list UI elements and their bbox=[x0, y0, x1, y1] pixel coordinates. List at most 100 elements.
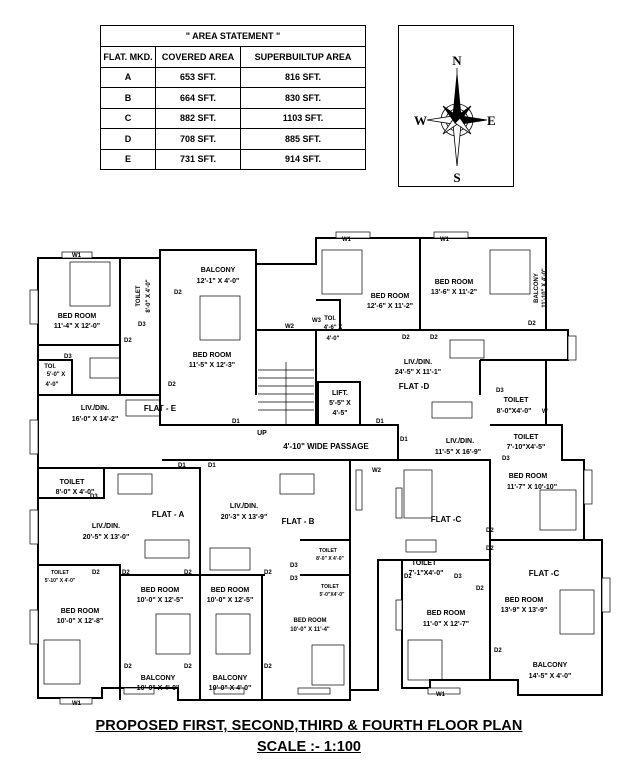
windows bbox=[29, 231, 611, 705]
door-tag: D2 bbox=[264, 664, 272, 670]
flat-d-bedroom-label: BED ROOM bbox=[371, 293, 410, 300]
flat-b-balcony-label: BALCONY bbox=[213, 675, 248, 682]
flat-a-bedroom2-dim: 10'-0" X 12'-5" bbox=[137, 597, 184, 604]
flat-e-toi-dim2: 4'-0" bbox=[46, 382, 59, 388]
flat-e-toilet-label: TOILET bbox=[136, 285, 142, 307]
flat-d-bedroom2-dim: 13'-6" X 11'-2" bbox=[431, 289, 477, 296]
flat-c-livdin-dim: 11'-5" X 16'-9" bbox=[435, 449, 481, 456]
drawing-scale: SCALE :- 1:100 bbox=[257, 739, 361, 755]
door-tag: D1 bbox=[232, 419, 240, 425]
flat-e-toi-dim1: 5'-0" X bbox=[47, 372, 66, 378]
door-tag: D2 bbox=[264, 570, 272, 576]
lift-dim2: 4'-5" bbox=[332, 410, 347, 417]
flat-c-label: FLAT -C bbox=[431, 515, 462, 524]
flat-c-balcony-label: BALCONY bbox=[533, 662, 568, 669]
flat-b-toilet2-label: TOILET bbox=[321, 584, 339, 590]
flat-b-bedroom2-dim: 10'-0" X 11'-4" bbox=[290, 627, 330, 633]
compass-rose-icon: N S E W bbox=[414, 53, 496, 185]
door-tag: D1 bbox=[400, 437, 408, 443]
table-header-row: FLAT. MKD. COVERED AREA SUPERBUILTUP ARE… bbox=[100, 46, 366, 68]
flat-b-toilet-label: TOILET bbox=[319, 548, 337, 554]
door-tag: D2 bbox=[486, 528, 494, 534]
flat-a-bedroom2-label: BED ROOM bbox=[141, 587, 180, 594]
door-tag: D1 bbox=[178, 463, 186, 469]
window-tag: W1 bbox=[436, 692, 446, 698]
flat-c-bedroom3-dim: 13'-9" X 13'-9" bbox=[501, 607, 548, 614]
flat-b-balcony-dim: 10'-0" X 4'-0" bbox=[209, 685, 252, 692]
door-tag: D2 bbox=[122, 570, 130, 576]
window-tag: W1 bbox=[342, 237, 352, 243]
door-tag: D2 bbox=[404, 574, 412, 580]
flat-b-toilet-dim: 8'-0" X 4'-0" bbox=[316, 556, 344, 562]
door-tag: D3 bbox=[138, 322, 146, 328]
window-tag: W3 bbox=[312, 318, 322, 324]
door-tag: D2 bbox=[402, 335, 410, 341]
door-tag: D3 bbox=[64, 354, 72, 360]
door-tag: D2 bbox=[124, 664, 132, 670]
compass-south-label: S bbox=[453, 170, 460, 185]
table-row: B 664 SFT. 830 SFT. bbox=[100, 87, 366, 109]
flat-c-bedroom2-label: BED ROOM bbox=[427, 610, 466, 617]
flat-d-livdin-label: LIV./DIN. bbox=[404, 359, 432, 366]
table-row: E 731 SFT. 914 SFT. bbox=[100, 148, 366, 170]
flat-d-toilet-dim: 8'-0"X4'-0" bbox=[497, 408, 532, 415]
furniture bbox=[43, 249, 595, 686]
flat-c-toilet2-dim: 7'-1"X4'-0" bbox=[409, 570, 444, 577]
stair-up-label: UP bbox=[257, 430, 267, 437]
flat-e-livdin-label: LIV./DIN. bbox=[81, 405, 109, 412]
flat-b-bedroom-label: BED ROOM bbox=[211, 587, 250, 594]
lift-dim1: 5'-5" X bbox=[329, 400, 351, 407]
window-tag: W2 bbox=[285, 324, 295, 330]
flat-e-bedroom-label: BED ROOM bbox=[58, 313, 97, 320]
door-tag: D1 bbox=[208, 463, 216, 469]
flat-a-balcony-label: BALCONY bbox=[141, 675, 176, 682]
flat-a-toilet-label: TOILET bbox=[60, 479, 85, 486]
door-tag: D2 bbox=[494, 648, 502, 654]
flat-d-livdin-dim: 24'-5" X 11'-1" bbox=[395, 369, 441, 376]
flat-c-toilet2-label: TOILET bbox=[412, 560, 437, 567]
flat-d-toi-dim1: 4'-6" X bbox=[324, 325, 343, 331]
flat-b-label: FLAT - B bbox=[282, 517, 315, 526]
compass-north-label: N bbox=[452, 53, 462, 68]
flat-d-toilet-label: TOILET bbox=[504, 397, 529, 404]
staircase bbox=[258, 362, 314, 425]
flat-e-toilet-dim: 8'-0" X 4'-0" bbox=[146, 279, 152, 312]
flat-e-livdin-dim: 16'-0" X 14'-2" bbox=[72, 416, 119, 423]
flat-b-toilet2-dim: 5'-0"X4'-0" bbox=[320, 592, 346, 598]
flat-a-livdin-dim: 20'-5" X 13'-0" bbox=[83, 534, 130, 541]
flat-c-bedroom-label: BED ROOM bbox=[509, 473, 548, 480]
flat-b-bedroom-dim: 10'-0" X 12'-5" bbox=[207, 597, 254, 604]
flat-d-bedroom-dim: 12'-6" X 11'-2" bbox=[367, 303, 413, 310]
door-tag: D3 bbox=[290, 563, 298, 569]
door-tag: D3 bbox=[454, 574, 462, 580]
door-tag: D2 bbox=[92, 570, 100, 576]
window-tag: W1 bbox=[72, 253, 82, 259]
flat-e-bedroom2-dim: 11'-5" X 12'-3" bbox=[189, 362, 235, 369]
flat-e-toi-label: TOI. bbox=[44, 364, 56, 370]
door-tag: D3 bbox=[290, 576, 298, 582]
door-tag: D3 bbox=[502, 456, 510, 462]
door-tag: D2 bbox=[476, 586, 484, 592]
flat-b-bedroom2-label: BED ROOM bbox=[294, 618, 327, 624]
door-tag: D2 bbox=[430, 335, 438, 341]
passage-label: 4'-10" WIDE PASSAGE bbox=[283, 442, 369, 451]
door-tag: W bbox=[542, 409, 548, 415]
door-tag: D2 bbox=[184, 664, 192, 670]
flat-c-toilet-label: TOILET bbox=[514, 434, 539, 441]
flat-a-toilet2-dim: 5'-10" X 4'-0" bbox=[45, 578, 76, 584]
table-title: " AREA STATEMENT " bbox=[100, 25, 366, 47]
lift-label: LIFT. bbox=[332, 390, 348, 397]
flat-a-toilet2-label: TOILET bbox=[51, 570, 69, 576]
flat-d-balcony-label: BALCONY bbox=[534, 273, 540, 303]
door-tag: D2 bbox=[528, 321, 536, 327]
flat-b-livdin-dim: 20'-3" X 13'-9" bbox=[221, 514, 268, 521]
flat-d-balcony-dim: 11'-10" X 4'-0" bbox=[542, 268, 548, 308]
flat-c-bedroom3-label: BED ROOM bbox=[505, 597, 544, 604]
flat-a-livdin-label: LIV./DIN. bbox=[92, 523, 120, 530]
door-tag: D1 bbox=[376, 419, 384, 425]
flat-e-bedroom-dim: 11'-4" X 12'-0" bbox=[54, 323, 100, 330]
door-tag: D3 bbox=[90, 494, 98, 500]
table-row: D 708 SFT. 885 SFT. bbox=[100, 128, 366, 150]
flat-c-livdin-label: LIV./DIN. bbox=[446, 438, 474, 445]
